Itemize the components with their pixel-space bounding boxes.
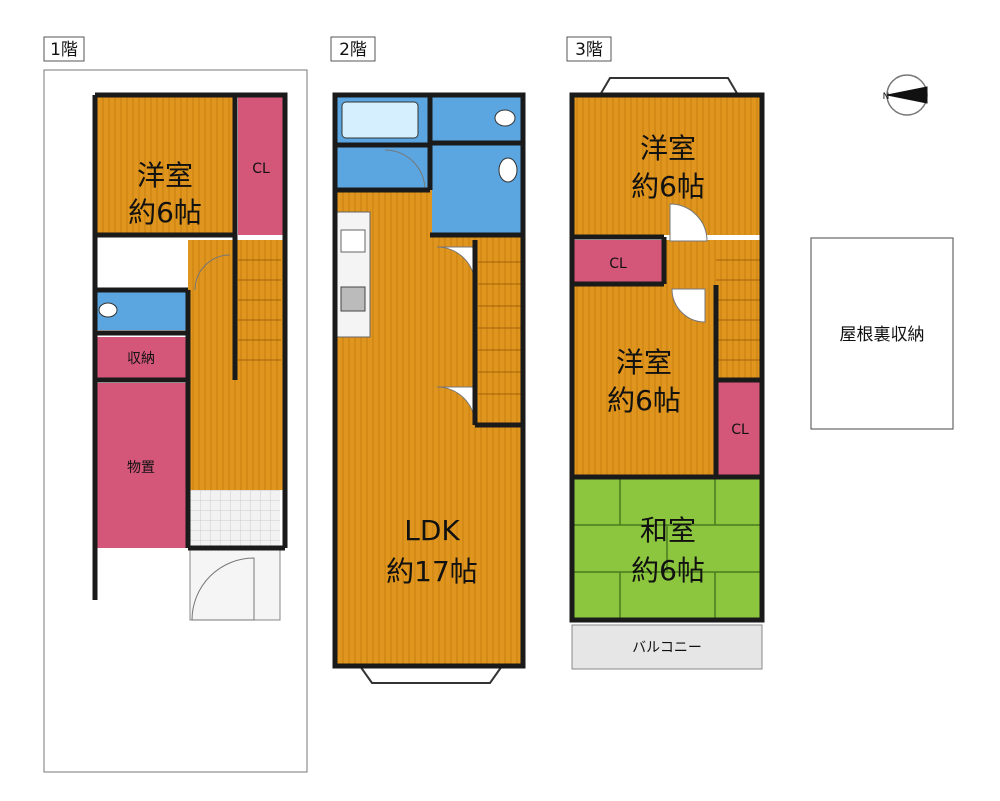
f1-western-name: 洋室 xyxy=(137,159,193,192)
f2-toilet-fixture xyxy=(494,109,516,127)
f1-porch xyxy=(189,549,281,621)
f1-stairs xyxy=(235,240,283,380)
f1-western-room xyxy=(95,95,235,235)
floor-3: 洋室 約6帖 CL 洋室 約6帖 CL 和室 約6帖 バルコニー xyxy=(569,77,765,670)
f1-entry-door-swing xyxy=(191,557,255,621)
compass-icon: N xyxy=(883,74,928,116)
f2-stairs xyxy=(475,240,523,425)
f1-western-size: 約6帖 xyxy=(128,196,202,229)
f2-kitchen-sink xyxy=(340,229,366,253)
f2-bathtub xyxy=(341,101,419,139)
compass-north-label: N xyxy=(883,92,890,102)
f3-western-top-size: 約6帖 xyxy=(631,170,705,203)
floor-label-2-text: 2階 xyxy=(339,40,367,60)
attic-storage-label: 屋根裏収納 xyxy=(840,324,925,345)
f1-storage xyxy=(95,337,188,378)
f3-western-top xyxy=(572,95,762,235)
f1-entrance xyxy=(190,490,280,548)
f2-washroom xyxy=(335,145,430,190)
f3-bay-window xyxy=(599,77,739,96)
f2-sink xyxy=(498,157,518,183)
floor-label-2: 2階 xyxy=(330,36,376,62)
f3-closet-top-label: CL xyxy=(609,256,627,272)
f3-japanese-name: 和室 xyxy=(640,514,696,547)
f3-western-top-name: 洋室 xyxy=(640,132,696,165)
f1-hall xyxy=(188,240,235,490)
f1-shed xyxy=(95,383,188,548)
attic-storage: 屋根裏収納 xyxy=(810,237,954,430)
f1-shed-label: 物置 xyxy=(127,460,155,476)
f3-western-mid-name: 洋室 xyxy=(616,346,672,379)
f2-ldk-size: 約17帖 xyxy=(386,555,478,588)
floor-label-1: 1階 xyxy=(43,36,85,62)
floor-1: 洋室 約6帖 CL 収納 物置 xyxy=(43,69,308,773)
f2-bay-window xyxy=(359,665,503,684)
f3-japanese-size: 約6帖 xyxy=(631,554,705,587)
f2-ldk-name: LDK xyxy=(404,514,460,547)
floor-2: LDK 約17帖 xyxy=(332,92,526,684)
f3-western-mid-size: 約6帖 xyxy=(607,384,681,417)
floor-label-3: 3階 xyxy=(566,36,612,62)
f1-closet xyxy=(238,95,283,235)
f3-closet-mid xyxy=(718,382,762,475)
f3-closet-top xyxy=(572,240,664,282)
f1-closet-label: CL xyxy=(252,161,270,177)
f1-storage-label: 収納 xyxy=(127,351,155,367)
floor-label-1-text: 1階 xyxy=(50,40,78,60)
f3-closet-mid-label: CL xyxy=(731,422,749,438)
f3-balcony xyxy=(571,624,763,670)
f1-toilet-fixture xyxy=(98,302,118,318)
floor-label-3-text: 3階 xyxy=(575,40,603,60)
f2-stove xyxy=(340,286,366,312)
f3-balcony-label: バルコニー xyxy=(632,640,702,656)
